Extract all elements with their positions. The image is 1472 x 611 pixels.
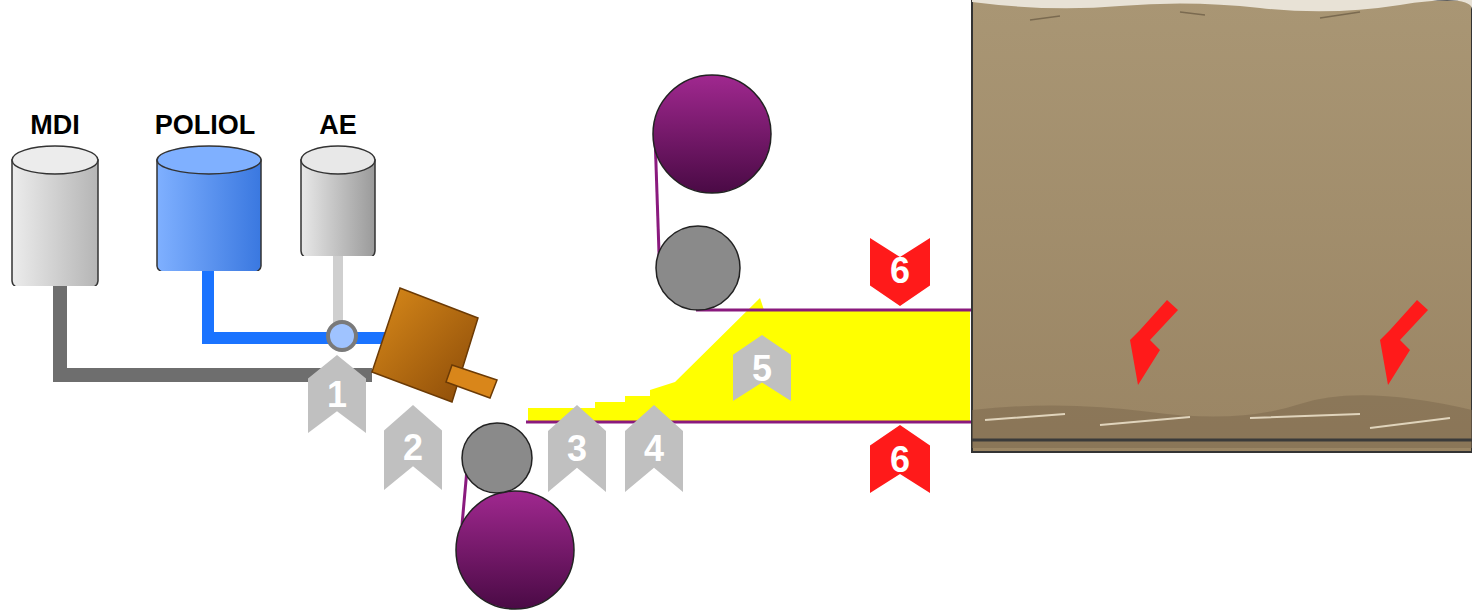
callout-number: 6 xyxy=(870,250,930,292)
panel-defect xyxy=(985,414,1450,428)
callout-number: 5 xyxy=(733,348,791,390)
tank-label: MDI xyxy=(10,110,100,141)
lower-roller xyxy=(462,423,532,493)
callout-number: 6 xyxy=(870,439,930,481)
panel-top-edge xyxy=(972,0,1472,11)
callout-chevron: 1 xyxy=(308,355,366,433)
callout-chevron: 6 xyxy=(870,238,930,306)
tank-label: POLIOL xyxy=(135,110,275,141)
callout-number: 2 xyxy=(384,427,442,469)
callout-number: 3 xyxy=(548,428,606,470)
upper-reel xyxy=(653,75,771,193)
panel-texture xyxy=(1030,12,1360,20)
mdi-pipe xyxy=(60,270,372,375)
callout-chevron: 4 xyxy=(625,405,683,492)
defect-arrow xyxy=(1130,300,1428,385)
callout-chevron: 3 xyxy=(548,405,606,492)
tank: POLIOL xyxy=(135,106,275,271)
foam xyxy=(528,298,970,422)
callout-chevron: 2 xyxy=(384,405,442,490)
panel-bottom-facing xyxy=(972,439,1472,442)
ae-pipe xyxy=(333,245,343,325)
tank-label: AE xyxy=(298,110,378,141)
callout-chevron: 5 xyxy=(733,335,791,401)
tank: AE xyxy=(298,106,378,256)
mixing-valve xyxy=(328,322,356,350)
panel-defect-layer xyxy=(972,395,1472,448)
callout-chevron: 6 xyxy=(870,425,930,493)
callout-number: 4 xyxy=(625,428,683,470)
nozzle xyxy=(446,365,497,398)
lower-reel xyxy=(456,491,574,609)
tank: MDI xyxy=(10,106,100,286)
callout-number: 1 xyxy=(308,374,366,416)
panel-photo xyxy=(972,0,1472,452)
upper-roller xyxy=(656,226,740,310)
upper-facing xyxy=(696,309,972,312)
